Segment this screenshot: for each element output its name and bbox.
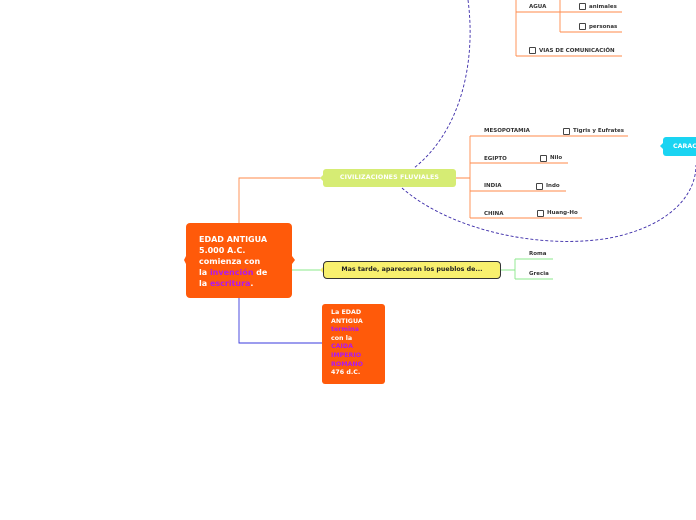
subtopic-mesopotamia[interactable]: MESOPOTAMIA xyxy=(484,128,530,134)
subtopic-china[interactable]: CHINA xyxy=(484,211,504,217)
item-vias-de-comunicacion[interactable]: VIAS DE COMUNICACIÓN xyxy=(539,48,615,54)
item-animales[interactable]: animales xyxy=(589,4,617,10)
highlight-invencion: invención xyxy=(209,268,254,277)
junction-marker-central-left xyxy=(184,256,186,264)
topic-fin-edad-antigua[interactable]: La EDAD ANTIGUA termina con la CAIDA IMP… xyxy=(322,304,385,384)
end-line-1: La EDAD xyxy=(331,309,362,316)
river-huang-ho[interactable]: Huang-Ho xyxy=(547,210,578,216)
subtopic-grecia[interactable]: Grecia xyxy=(529,271,549,277)
end-line-7: ROMANO xyxy=(331,360,363,368)
checkbox-personas[interactable] xyxy=(579,23,586,30)
checkbox-animales[interactable] xyxy=(579,3,586,10)
central-line-4-post: de xyxy=(253,268,268,277)
connector-later-children xyxy=(501,258,553,280)
junction-marker-fluviales xyxy=(320,175,323,181)
central-line-5-pre: la xyxy=(199,279,210,288)
junction-marker-central-right xyxy=(292,256,295,264)
connector-to-end xyxy=(238,298,322,344)
end-line-4: con la xyxy=(331,334,353,342)
central-line-3: comienza con xyxy=(199,257,261,266)
dashed-relation-arc-top xyxy=(413,0,471,169)
subtopic-egipto[interactable]: EGIPTO xyxy=(484,156,507,162)
subtopic-agua[interactable]: AGUA xyxy=(529,4,547,10)
end-line-3: termina xyxy=(331,326,359,334)
connector-to-fluviales xyxy=(238,177,323,223)
checkbox-indo[interactable] xyxy=(536,183,543,190)
dashed-relation-arc-bottom xyxy=(401,164,696,242)
central-line-5: la escritura. xyxy=(199,278,286,289)
junction-marker-later xyxy=(320,267,323,273)
highlight-escritura: escritura xyxy=(209,279,251,288)
river-tigris-eufrates[interactable]: Tigris y Eufrates xyxy=(573,128,624,134)
checkbox-tigris[interactable] xyxy=(563,128,570,135)
connector-fluviales-items xyxy=(470,135,560,219)
central-line-1: EDAD ANTIGUA xyxy=(199,235,268,244)
checkbox-huang-ho[interactable] xyxy=(537,210,544,217)
connector-fluviales-trunk xyxy=(456,136,471,218)
topic-pueblos-posteriores[interactable]: Mas tarde, apareceran los pueblos de... xyxy=(323,261,501,279)
topic-caracteristicas[interactable]: CARAC xyxy=(663,137,696,156)
connector-fluviales-rivers xyxy=(532,135,628,219)
subtopic-roma[interactable]: Roma xyxy=(529,251,547,257)
item-personas[interactable]: personas xyxy=(589,24,618,30)
end-line-8: 476 d.C. xyxy=(331,369,361,377)
junction-marker-cyan xyxy=(660,143,663,149)
central-line-5-post: . xyxy=(250,279,254,288)
river-nilo[interactable]: Nilo xyxy=(550,155,563,161)
river-indo[interactable]: Indo xyxy=(546,183,560,189)
central-line-2: 5.000 A.C. xyxy=(199,246,246,255)
topic-civilizaciones-fluviales[interactable]: CIVILIZACIONES FLUVIALES xyxy=(323,169,456,187)
central-line-4-pre: la xyxy=(199,268,210,277)
end-line-5: CAIDA xyxy=(331,343,353,351)
connector-agua xyxy=(515,0,622,57)
checkbox-vias[interactable] xyxy=(529,47,536,54)
end-line-2: ANTIGUA xyxy=(331,317,363,325)
subtopic-india[interactable]: INDIA xyxy=(484,183,502,189)
central-topic-edad-antigua[interactable]: EDAD ANTIGUA 5.000 A.C. comienza con la … xyxy=(186,223,292,298)
end-line-6: IMPERIO xyxy=(331,351,362,359)
checkbox-nilo[interactable] xyxy=(540,155,547,162)
central-line-4: la invención de xyxy=(199,267,286,278)
